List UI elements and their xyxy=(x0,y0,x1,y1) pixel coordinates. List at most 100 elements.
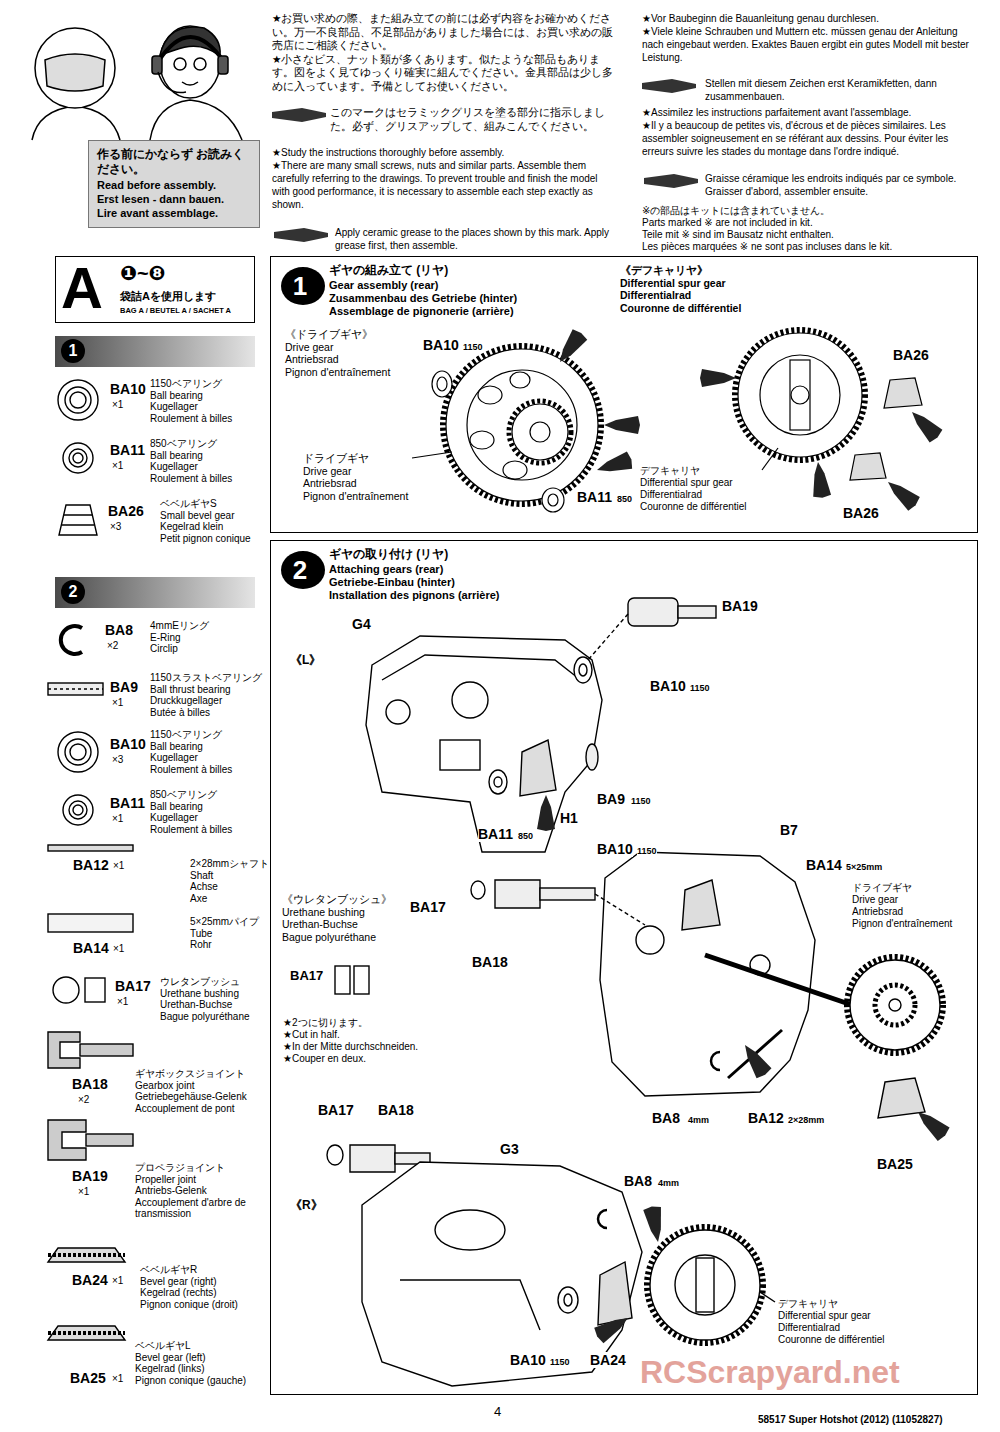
quantity: ×1 xyxy=(112,399,123,411)
part-name: Druckkugellager xyxy=(150,695,262,707)
label-group: ×3 xyxy=(110,521,121,533)
part-size: 850 xyxy=(518,831,533,842)
note: このマークはセラミックグリスを塗る部分に指示しました。必ず、グリスアップして、組… xyxy=(330,106,614,133)
label-group: ×1 xyxy=(112,1373,123,1385)
label-group: 1150ベアリングBall bearingKugellagerRoulement… xyxy=(150,378,232,424)
part-name: Roulement à billes xyxy=(150,413,232,425)
label-group: BA10 xyxy=(510,1352,546,1368)
label-group: G4 xyxy=(352,616,371,632)
label-group: 58517 Super Hotshot (2012) (11052827) xyxy=(758,1414,943,1426)
callout-label: Couronne de différentiel xyxy=(778,1334,885,1346)
part-name: Ball thrust bearing xyxy=(150,684,262,696)
part-number: G4 xyxy=(352,616,371,632)
part-number: BA18 xyxy=(72,1076,108,1092)
quantity: ×1 xyxy=(112,460,123,472)
label-group: 4mm xyxy=(688,1115,709,1126)
callout-label: Differentialrad xyxy=(640,489,747,501)
callout-label: Urethan-Buchse xyxy=(282,918,392,931)
part-number: BA26 xyxy=(108,503,144,519)
part-number: BA12 xyxy=(73,857,109,873)
part-number: H1 xyxy=(560,810,578,826)
callout-label: ドライブギヤ xyxy=(852,882,952,894)
label-group: ★Assimilez les instructions parfaitement… xyxy=(642,106,980,158)
part-number: BA26 xyxy=(893,347,929,363)
bag-note: BAG A / BEUTEL A / SACHET A xyxy=(120,305,231,316)
label-group: BA17 xyxy=(115,978,151,994)
quantity: ×1 xyxy=(117,996,128,1008)
part-name: 850ベアリング xyxy=(150,789,232,801)
callout-label: Drive gear xyxy=(303,465,408,478)
part-name: Kugellager xyxy=(150,752,232,764)
label-group: BA8 xyxy=(652,1110,680,1126)
callout-label: Differentialrad xyxy=(778,1322,885,1334)
note: Stellen mit diesem Zeichen erst Keramikf… xyxy=(705,77,978,103)
note: ★2つに切ります。 xyxy=(283,1017,418,1029)
step-band: 1 xyxy=(55,336,255,367)
label-group: ×3 xyxy=(112,754,123,766)
step-title: Gear assembly (rear) xyxy=(329,279,438,292)
part-number: BA17 xyxy=(410,899,446,915)
part-number: BA11 xyxy=(478,826,513,842)
part-number: BA25 xyxy=(877,1156,913,1172)
part-name: Ball bearing xyxy=(150,450,232,462)
part-name: Tube xyxy=(190,928,259,940)
part-number: BA17 xyxy=(318,1102,354,1118)
note: ★Viele kleine Schrauben und Muttern etc.… xyxy=(642,25,980,64)
part-size: 850 xyxy=(617,494,632,505)
part-number: BA11 xyxy=(577,489,612,505)
label-group: BA12 xyxy=(748,1110,784,1126)
label-group: 2×28mm xyxy=(788,1115,824,1126)
label-group: ×1 xyxy=(112,460,123,472)
callout-label: ドライブギヤ xyxy=(303,452,408,465)
label-group: このマークはセラミックグリスを塗る部分に指示しました。必ず、グリスアップして、組… xyxy=(330,106,614,133)
part-number: BA25 xyxy=(70,1370,106,1386)
label-group: BA17 xyxy=(410,899,446,915)
part-number: BA11 xyxy=(110,795,145,811)
watermark: RCScrapyard.net xyxy=(640,1356,900,1388)
note: ★小さなビス、ナット類が多くあります。似たような部品もあります。図をよく見てゆっ… xyxy=(272,53,614,94)
part-name: Bevel gear (left) xyxy=(135,1352,246,1364)
step-number: 1 xyxy=(281,271,319,301)
drive-gear-drawing xyxy=(412,346,601,512)
label-group: 2×28mmシャフトShaftAchseAxe xyxy=(190,858,269,904)
part-name: Petit pignon conique xyxy=(160,533,251,545)
part-name: Roulement à billes xyxy=(150,764,232,776)
part-name: Propeller joint xyxy=(135,1174,260,1186)
part-number: BA8 xyxy=(652,1110,680,1126)
label-group: 4mmEリングE-RingCirclip xyxy=(150,620,209,655)
callout-label: Drive gear xyxy=(852,894,952,906)
label-group: BA14 xyxy=(806,857,842,873)
label-group: BA18 xyxy=(472,954,508,970)
label-group: 4 xyxy=(494,1404,501,1420)
part-size: 2×28mm xyxy=(788,1115,824,1126)
label-group: ★お買い求めの際、また組み立ての前には必ず内容をお確かめください。万一不良部品、… xyxy=(272,12,614,93)
part-number: BA10 xyxy=(110,381,146,397)
part-name: Getriebegehäuse-Gelenk xyxy=(135,1091,247,1103)
part-size: 1150 xyxy=(637,846,657,857)
part-name: Ball bearing xyxy=(150,390,232,402)
part-number: BA26 xyxy=(843,505,879,521)
label-group: BA26 xyxy=(108,503,144,519)
part-name: Kegelrad klein xyxy=(160,521,251,533)
part-name: ベベルギヤR xyxy=(140,1264,238,1276)
label-group: デフキャリヤDifferential spur gearDifferential… xyxy=(640,465,747,513)
part-number: BA10 xyxy=(597,841,633,857)
part-name: Urethan-Buchse xyxy=(160,999,250,1011)
label-group: BA26 xyxy=(893,347,929,363)
callout-label: 《ドライブギヤ》 xyxy=(285,328,390,341)
part-name: Antriebs-Gelenk xyxy=(135,1185,260,1197)
callout-label: Couronne de différentiel xyxy=(640,501,747,513)
label-group: G3 xyxy=(500,1141,519,1157)
step-panel: ギヤの取り付け (リヤ)Attaching gears (rear)Getrie… xyxy=(270,540,978,1395)
part-number: BA18 xyxy=(378,1102,414,1118)
note: ★Couper en deux. xyxy=(283,1053,418,1065)
gearbox-half-right xyxy=(327,1145,775,1386)
label-group: BA26 xyxy=(843,505,879,521)
step-title: ギヤの組み立て (リヤ) xyxy=(329,263,448,278)
part-name: Bevel gear (right) xyxy=(140,1276,238,1288)
part-size: 4mm xyxy=(658,1178,679,1189)
label-group: ギヤボックスジョイントGearbox jointGetriebegehäuse-… xyxy=(135,1068,247,1114)
part-name: Gearbox joint xyxy=(135,1080,247,1092)
callout-label: デフキャリヤ xyxy=(640,465,747,477)
label-group: 《デフキャリヤ》Differential spur gearDifferenti… xyxy=(620,264,741,314)
